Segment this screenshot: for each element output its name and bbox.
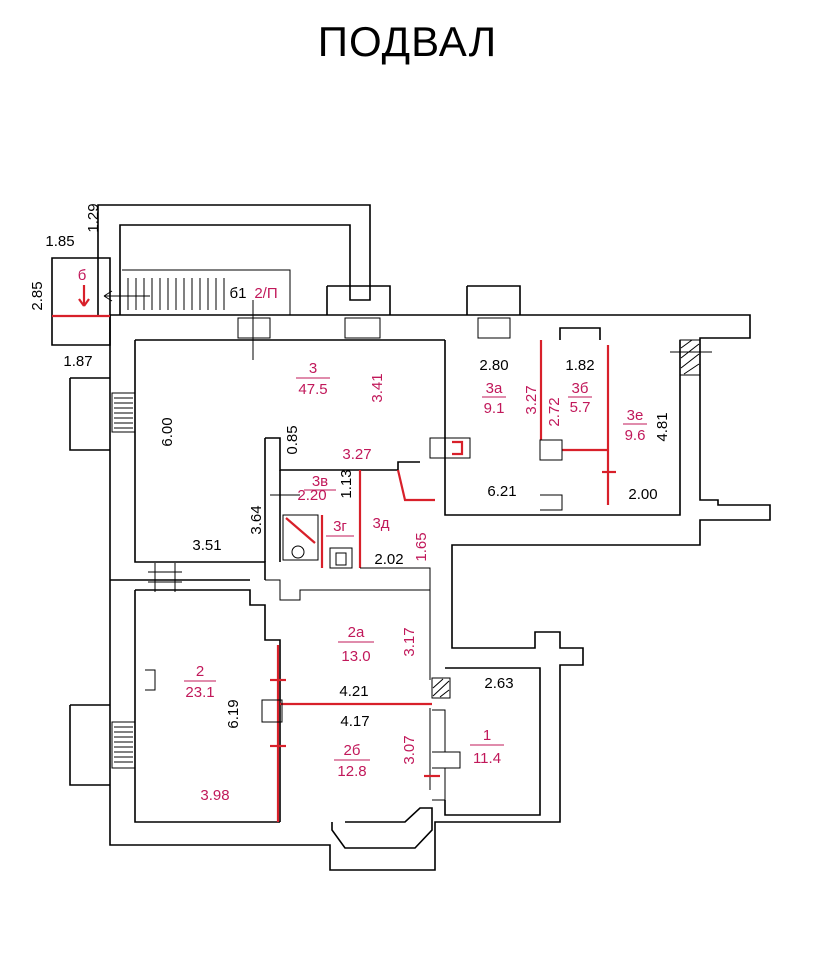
entrance-stair — [51, 204, 371, 360]
window-pits-left — [69, 377, 136, 786]
room-2-num: 2 — [196, 663, 204, 680]
room-labels: 3 47.5 3а 9.1 3б 5.7 3е 9.6 3в 3г 3д 2 2… — [78, 267, 647, 780]
dim-1-13: 1.13 — [338, 469, 355, 498]
dim-2-00: 2.00 — [628, 486, 657, 503]
room-2b-num: 2б — [344, 742, 361, 759]
room-3e-area: 9.6 — [625, 427, 646, 444]
dim-2-02: 2.02 — [374, 551, 403, 568]
sanitary-block — [264, 437, 435, 601]
dim-0-85: 0.85 — [284, 425, 301, 454]
dim-3-27-a: 3.27 — [342, 446, 371, 463]
dim-4-21: 4.21 — [339, 683, 368, 700]
upper-right-rooms — [429, 327, 712, 516]
dim-3-27-b: 3.27 — [523, 385, 540, 414]
room-3a-area: 9.1 — [484, 400, 505, 417]
dim-1-82: 1.82 — [565, 357, 594, 374]
dim-4-81: 4.81 — [654, 412, 671, 441]
dim-3-51: 3.51 — [192, 537, 221, 554]
stair-label-b1: б1 — [230, 285, 247, 302]
room-3b-area: 5.7 — [570, 399, 591, 416]
dim-1-85: 1.85 — [45, 233, 74, 250]
dim-1-87: 1.87 — [63, 353, 92, 370]
dim-3-07: 3.07 — [401, 735, 418, 764]
dim-3-41: 3.41 — [369, 373, 386, 402]
room-3v-num: 3в — [312, 473, 328, 490]
room-1-num: 1 — [483, 727, 491, 744]
dim-2-63: 2.63 — [484, 675, 513, 692]
room-2-area: 23.1 — [185, 684, 214, 701]
dim-3-64: 3.64 — [248, 505, 265, 534]
dim-2-72: 2.72 — [546, 397, 563, 426]
stair-label-2p: 2/П — [254, 285, 277, 302]
dim-6-21: 6.21 — [487, 483, 516, 500]
room-1-area: 11.4 — [473, 750, 501, 767]
dim-1-29: 1.29 — [85, 203, 102, 232]
window-pits-top — [237, 285, 521, 339]
dim-2-85: 2.85 — [29, 281, 46, 310]
dim-6-19: 6.19 — [225, 699, 242, 728]
stair-label-b: б — [78, 267, 87, 284]
room-3b-num: 3б — [572, 380, 589, 397]
page-title: ПОДВАЛ — [317, 18, 498, 65]
room-3a-num: 3а — [486, 380, 503, 397]
dim-3-98: 3.98 — [200, 787, 229, 804]
room-2b-area: 12.8 — [337, 763, 366, 780]
dim-2-20: 2.20 — [297, 487, 326, 504]
dim-4-17: 4.17 — [340, 713, 369, 730]
lower-rooms — [135, 563, 541, 822]
outer-walls — [109, 314, 771, 871]
room-3-area: 47.5 — [298, 381, 327, 398]
dim-2-80: 2.80 — [479, 357, 508, 374]
room-2a-num: 2а — [348, 624, 365, 641]
dim-6-00: 6.00 — [159, 417, 176, 446]
room-3d-num: 3д — [372, 515, 389, 532]
room-2a-area: 13.0 — [341, 648, 370, 665]
dim-3-17: 3.17 — [401, 627, 418, 656]
dimension-labels: 1.85 1.29 2.85 1.87 3.41 6.00 0.85 3.27 … — [29, 203, 671, 804]
room-3e-num: 3е — [627, 407, 644, 424]
dim-1-65: 1.65 — [413, 532, 430, 561]
room-3g-num: 3г — [333, 518, 347, 535]
room-3-num: 3 — [309, 360, 317, 377]
